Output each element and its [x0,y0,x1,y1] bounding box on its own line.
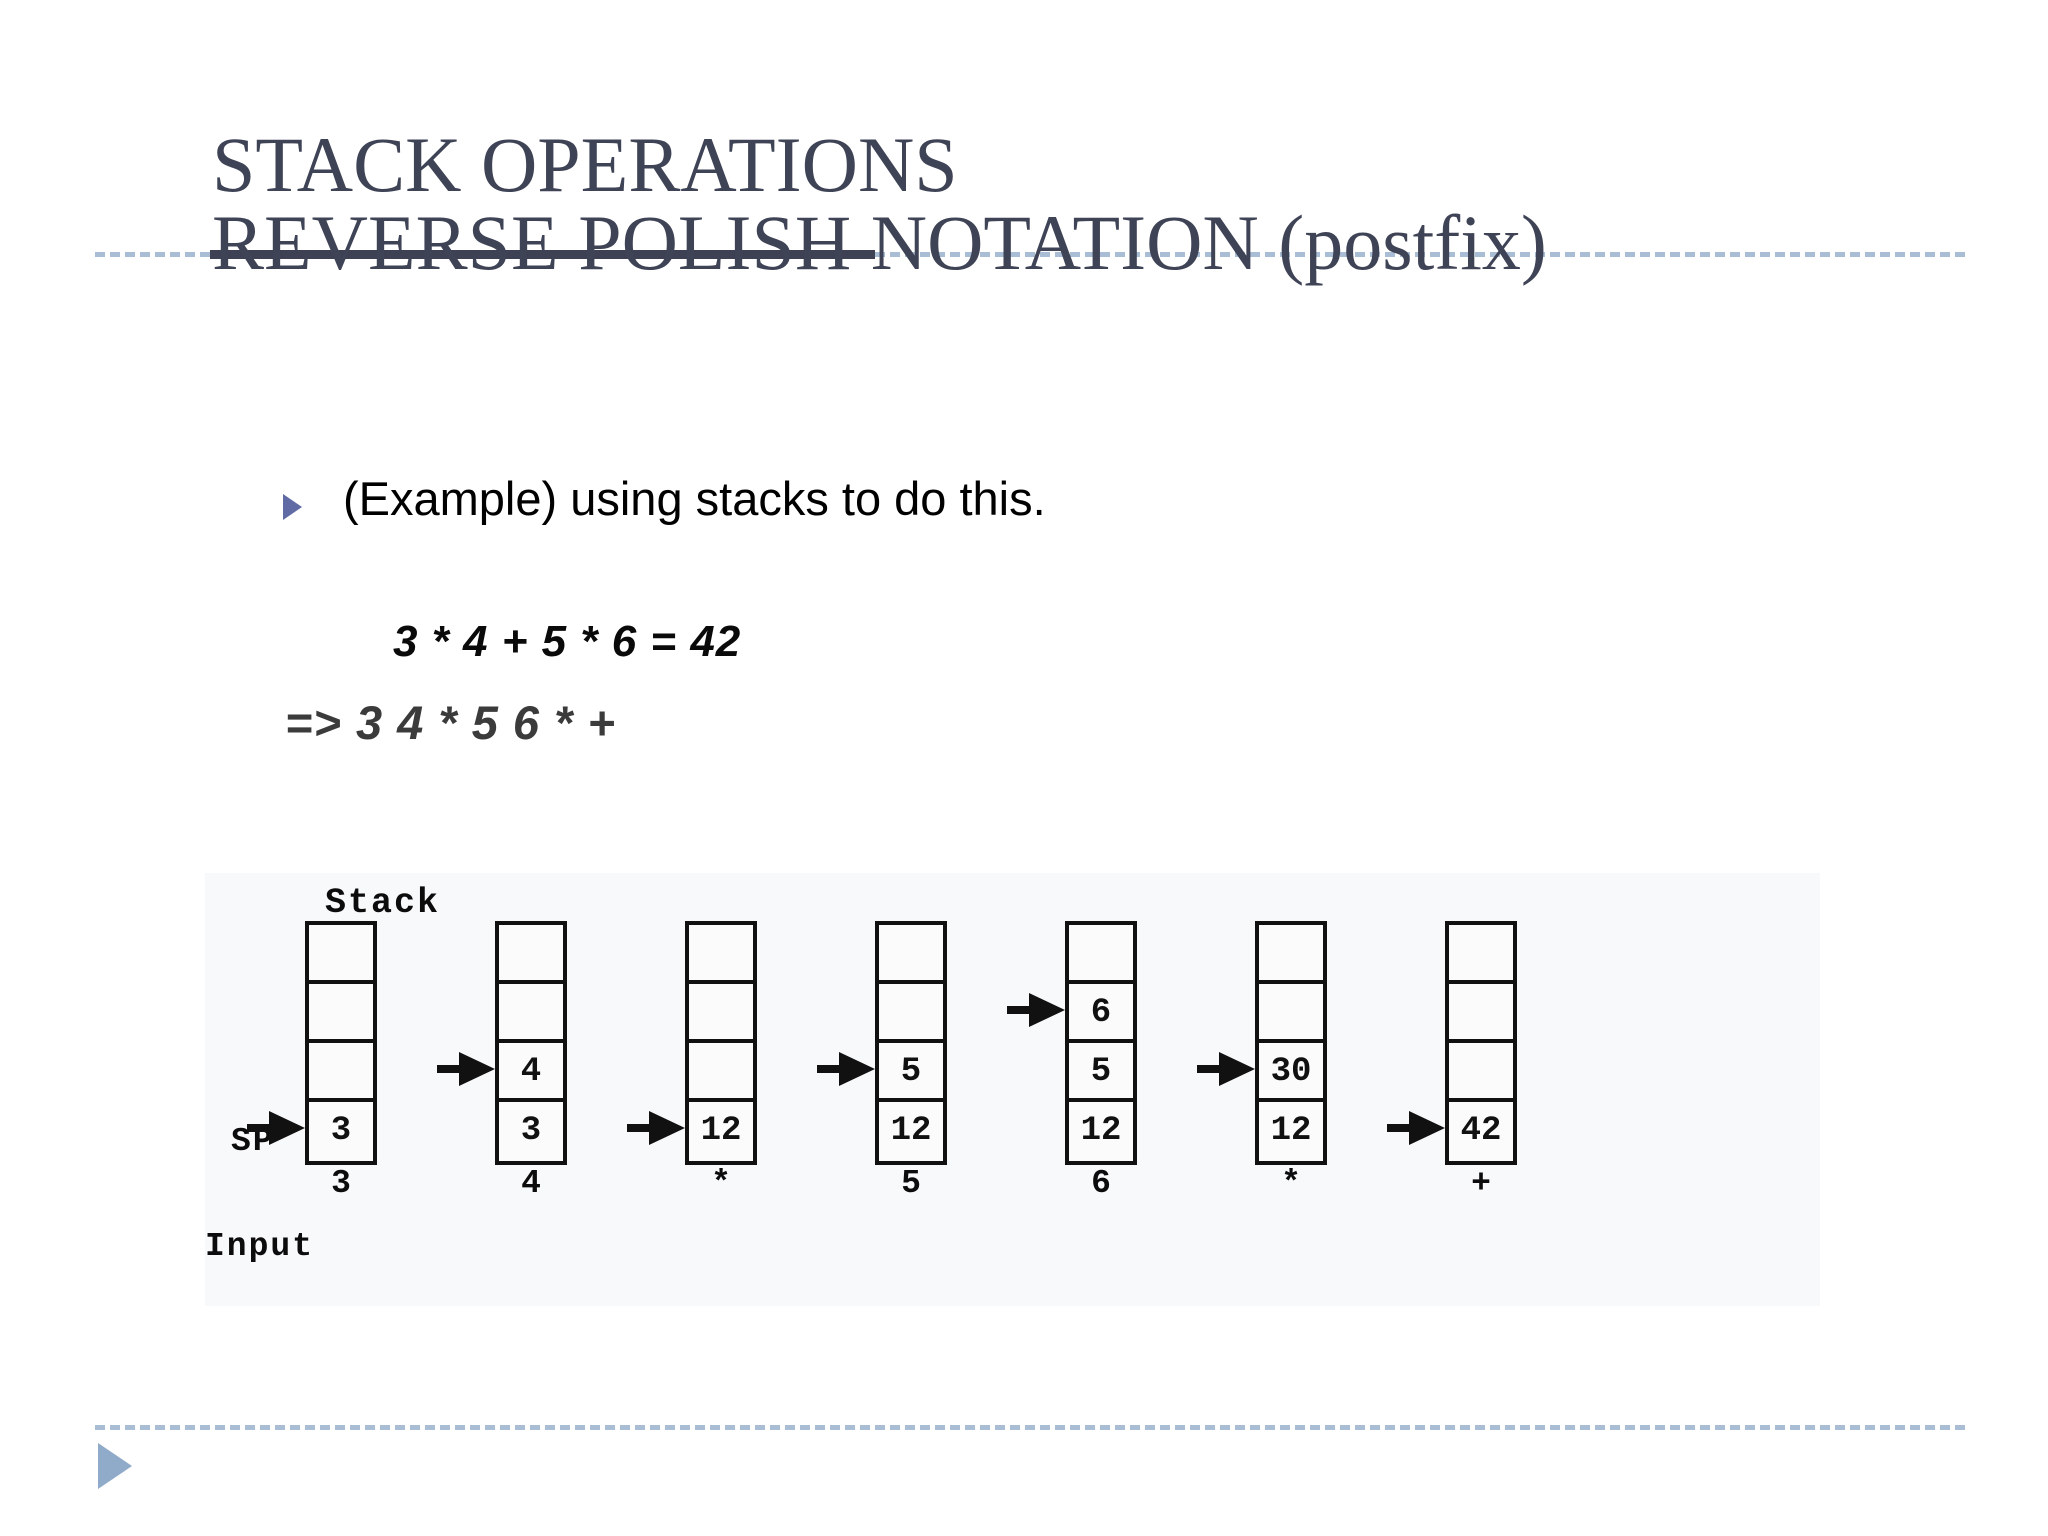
page-title-line-1: STACK OPERATIONS [212,121,958,208]
stack-pointer-arrow-icon [1007,992,1065,1027]
stack-cell: 42 [1460,1112,1502,1150]
footer-dashed-divider [95,1425,1965,1430]
arrow-shaft [1197,1064,1229,1073]
arrow-head [1029,992,1065,1027]
stack-cell [309,925,373,984]
stack-input-token: 5 [901,1165,921,1202]
figure-label-input: Input [205,1228,315,1265]
stack-cell: 3 [330,1112,352,1150]
arrow-shaft [437,1064,469,1073]
figure-label-stack: Stack [325,883,441,923]
stack-input-token: * [711,1165,731,1202]
stack-cell [309,1043,373,1102]
stack-cell [1259,925,1323,984]
stack-cell: 4 [499,1043,563,1102]
footer-triangle-icon [98,1443,132,1489]
stack-cell [689,925,753,984]
stack-cell [499,984,563,1043]
stack-cell [689,1043,753,1102]
stack-cell [1449,1043,1513,1102]
stack-cell [1259,984,1323,1043]
triangle-bullet-icon [283,494,302,520]
stack-column: 12 [685,921,757,1165]
arrow-shaft [1007,1005,1039,1014]
stack-cell: 5 [1069,1043,1133,1102]
arrow-head [459,1051,495,1086]
arrow-shaft [627,1123,659,1132]
arrow-shaft [1387,1123,1419,1132]
stack-pointer-arrow-icon [437,1051,495,1086]
stack-pointer-arrow-icon [247,1110,305,1145]
stack-cells-box: 12 [685,921,757,1165]
title-dashed-divider [95,252,1965,257]
arrow-shaft [247,1123,279,1132]
infix-expression: 3 * 4 + 5 * 6 = 42 [393,617,742,666]
stack-column: 42 [1445,921,1517,1165]
stack-cell [1069,925,1133,984]
stack-cell [309,984,373,1043]
bullet-item-label: (Example) using stacks to do this. [343,472,1046,525]
title-underline-bar [210,250,875,259]
stack-cell: 12 [1270,1112,1312,1150]
stack-cell: 12 [890,1112,932,1150]
stack-input-token: * [1281,1165,1301,1202]
stack-pointer-arrow-icon [1197,1051,1255,1086]
stack-cell [499,925,563,984]
slide-title-area: STACK OPERATIONS REVERSE POLISH NOTATION… [0,0,2048,330]
stack-pointer-arrow-icon [817,1051,875,1086]
stack-column: 3 [305,921,377,1165]
stack-input-token: 3 [331,1165,351,1202]
stack-cell [1449,925,1513,984]
stack-cell: 30 [1259,1043,1323,1102]
stack-cell [1449,984,1513,1043]
stack-cells-box: 3 [305,921,377,1165]
stack-pointer-arrow-icon [627,1110,685,1145]
stack-cell: 3 [520,1112,542,1150]
stack-cell [689,984,753,1043]
arrow-head [649,1110,685,1145]
arrow-head [269,1110,305,1145]
stack-input-token: + [1471,1165,1491,1202]
arrow-head [1409,1110,1445,1145]
arrow-shaft [817,1064,849,1073]
arrow-head [1219,1051,1255,1086]
page-title-line-2: REVERSE POLISH NOTATION (postfix) [212,199,1547,286]
stack-input-token: 4 [521,1165,541,1202]
stack-cell [879,925,943,984]
stack-cell: 12 [700,1112,742,1150]
arrow-head [839,1051,875,1086]
stack-cell [879,984,943,1043]
stack-pointer-arrow-icon [1387,1110,1445,1145]
postfix-expression: => 3 4 * 5 6 * + [285,696,616,749]
stack-cell: 12 [1080,1112,1122,1150]
stack-cell: 6 [1069,984,1133,1043]
stack-cell: 5 [879,1043,943,1102]
stack-cells-box: 42 [1445,921,1517,1165]
stack-input-token: 6 [1091,1165,1111,1202]
